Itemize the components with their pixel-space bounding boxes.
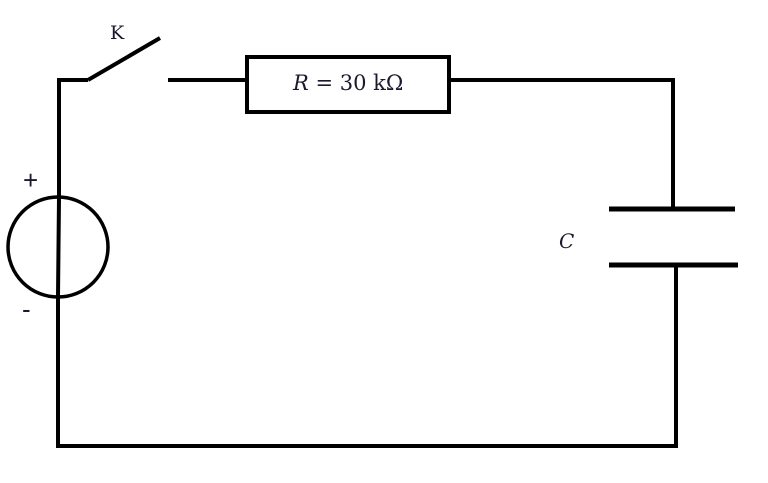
resistor-equals: = bbox=[308, 71, 340, 95]
resistor-value: 30 kΩ bbox=[339, 71, 404, 95]
resistor-body bbox=[245, 55, 451, 114]
switch-blade bbox=[86, 36, 162, 82]
source-minus-label: - bbox=[22, 294, 31, 324]
switch-label: K bbox=[110, 22, 125, 44]
resistor-label: R = 30 kΩ bbox=[293, 73, 403, 94]
source-inner-wire bbox=[56, 197, 61, 297]
resistor-to-capacitor-wire bbox=[449, 78, 675, 209]
left-wire bbox=[57, 78, 88, 198]
capacitor-label: C bbox=[559, 229, 575, 253]
resistor-symbol: R bbox=[293, 71, 309, 95]
voltage-source-circle bbox=[6, 195, 110, 299]
source-plus-label: + bbox=[23, 165, 39, 195]
bottom-wire bbox=[56, 265, 678, 448]
